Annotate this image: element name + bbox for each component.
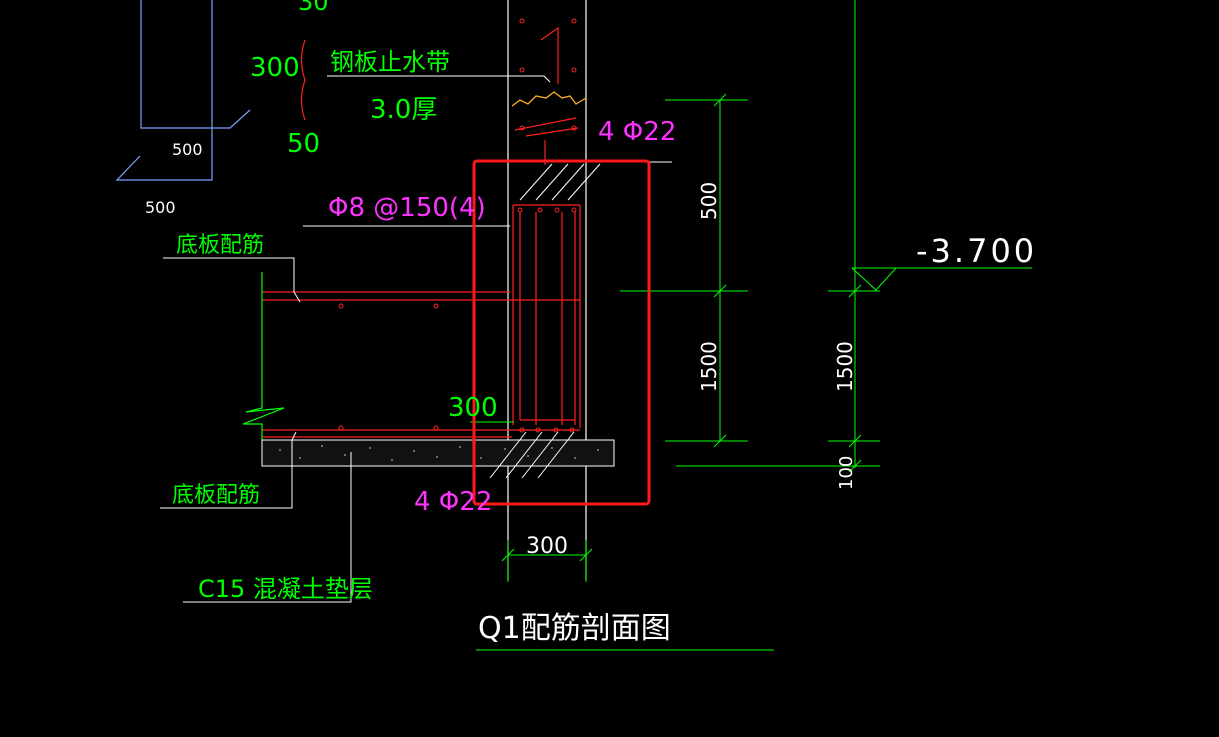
dim-50-label: 50	[287, 129, 320, 159]
wall-lines	[507, 0, 587, 580]
dimension-bracket	[300, 39, 306, 121]
bottom-rebar-label: 4 Φ22	[414, 487, 492, 517]
bottom-slab	[262, 291, 580, 438]
elevation-label: -3.700	[916, 232, 1037, 270]
concrete-cushion-layer	[261, 439, 615, 467]
dim-500-small-a: 500	[172, 140, 203, 159]
hatch-bottom	[489, 431, 575, 479]
dim-300-bottom-label: 300	[526, 534, 568, 559]
dimension-lines	[470, 0, 1032, 582]
dim-300-inner-label: 300	[448, 393, 498, 423]
hatch-top	[519, 163, 601, 201]
stirrup-label: Φ8 @150(4)	[328, 193, 486, 223]
bottom-plate-label-bottom: 底板配筋	[172, 483, 260, 508]
dim-500-small-b: 500	[145, 198, 176, 217]
dim-300-top-label: 300	[250, 53, 300, 83]
dim-1500-b: 1500	[833, 341, 857, 392]
thickness-label: 3.0厚	[370, 95, 437, 125]
bottom-plate-label-top: 底板配筋	[176, 233, 264, 258]
drawing-title: Q1配筋剖面图	[478, 611, 671, 646]
steel-stop-label: 钢板止水带	[330, 48, 450, 76]
wall-rebar	[512, 26, 581, 428]
rebar-dots	[338, 18, 577, 433]
dim-30-label: 30	[298, 0, 329, 16]
top-rebar-label: 4 Φ22	[598, 117, 676, 147]
slab-outline	[242, 272, 285, 440]
dim-1500-a: 1500	[697, 341, 721, 392]
dim-500-vertical: 500	[697, 182, 721, 220]
dim-100: 100	[836, 456, 857, 490]
cushion-speckle	[279, 445, 599, 461]
steel-stop-plate	[511, 91, 587, 107]
concrete-layer-label: C15 混凝土垫层	[198, 575, 373, 603]
highlight-box	[472, 159, 651, 506]
upper-left-outline	[115, 0, 251, 181]
